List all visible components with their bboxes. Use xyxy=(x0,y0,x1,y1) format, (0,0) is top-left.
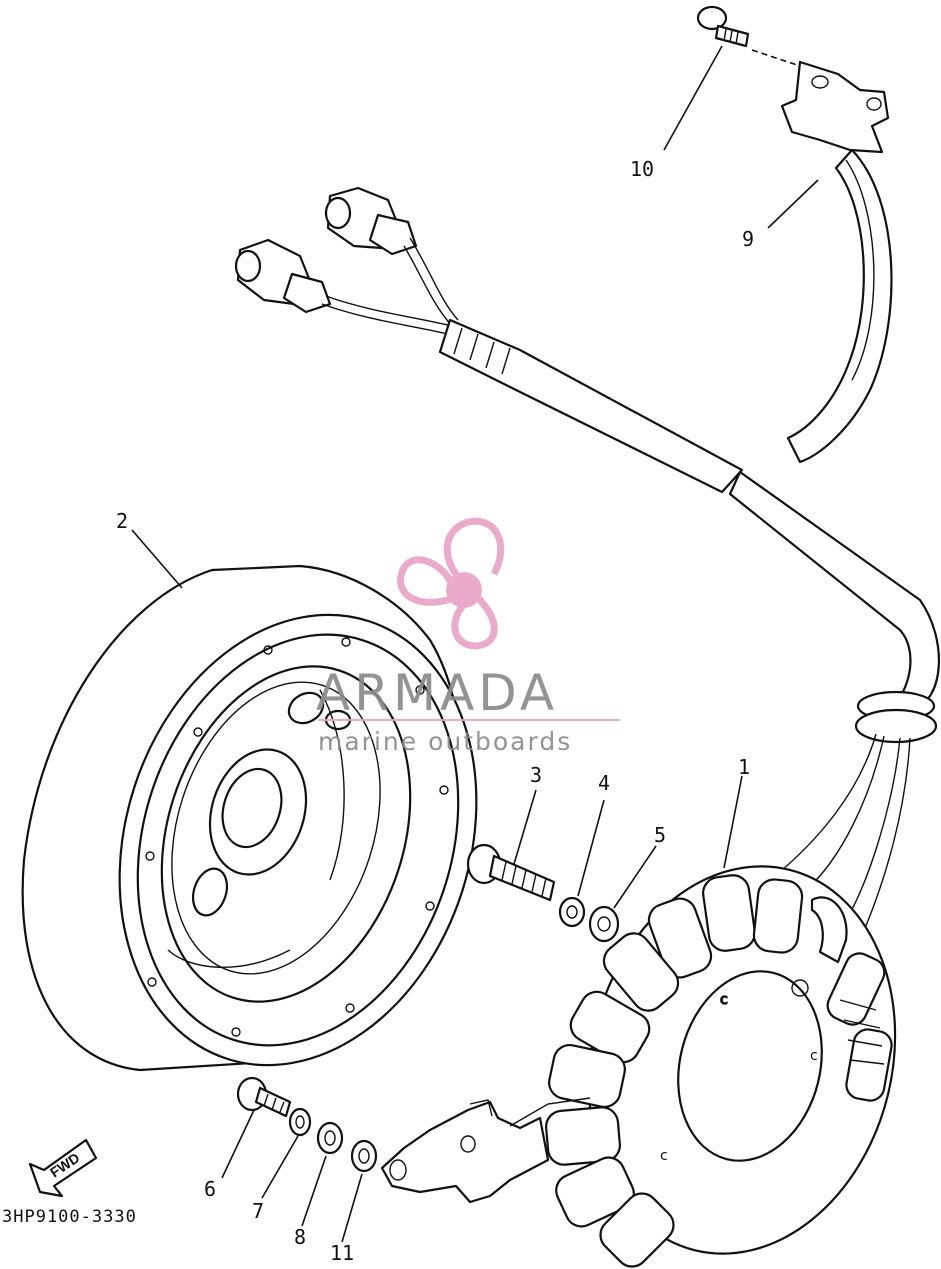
watermark-tagline: marine outboards xyxy=(318,727,572,756)
leader-lines xyxy=(131,45,819,1243)
part-10-screw xyxy=(696,5,750,48)
part-3-bolt xyxy=(466,843,556,902)
diagram-part-number: 3HP9100-3330 xyxy=(2,1207,137,1227)
callout-4: 4 xyxy=(598,771,610,795)
callout-9: 9 xyxy=(742,227,754,251)
svg-text:c: c xyxy=(660,1148,668,1164)
svg-text:c: c xyxy=(810,1048,818,1064)
part-11-washer xyxy=(350,1139,378,1173)
callout-3: 3 xyxy=(530,763,542,787)
part-8-washer xyxy=(316,1121,344,1155)
wiring-harness xyxy=(234,186,940,941)
part-2-flywheel xyxy=(21,564,478,1072)
part-4-spring-washer xyxy=(558,896,586,928)
part-6-screw xyxy=(236,1076,292,1118)
callout-7: 7 xyxy=(252,1199,264,1223)
callout-6: 6 xyxy=(204,1177,216,1201)
callout-2: 2 xyxy=(116,509,128,533)
callout-labels: 1 2 3 4 5 6 7 8 9 10 11 xyxy=(116,157,754,1265)
part-9-wire-clamp xyxy=(780,60,893,464)
callout-5: 5 xyxy=(654,823,666,847)
svg-text:c: c xyxy=(720,992,728,1008)
callout-11: 11 xyxy=(330,1241,354,1265)
part-1-stator: c c c xyxy=(380,865,897,1268)
fwd-arrow-icon: FWD xyxy=(28,1138,98,1198)
callout-1: 1 xyxy=(738,755,750,779)
propeller-logo-icon xyxy=(397,517,505,650)
watermark-brand: ARMADA xyxy=(316,664,558,722)
callout-8: 8 xyxy=(294,1225,306,1249)
part-5-washer xyxy=(588,905,620,943)
callout-10: 10 xyxy=(630,157,654,181)
part-7-spring-washer xyxy=(288,1107,312,1137)
armada-watermark: ARMADA marine outboards xyxy=(316,517,620,756)
